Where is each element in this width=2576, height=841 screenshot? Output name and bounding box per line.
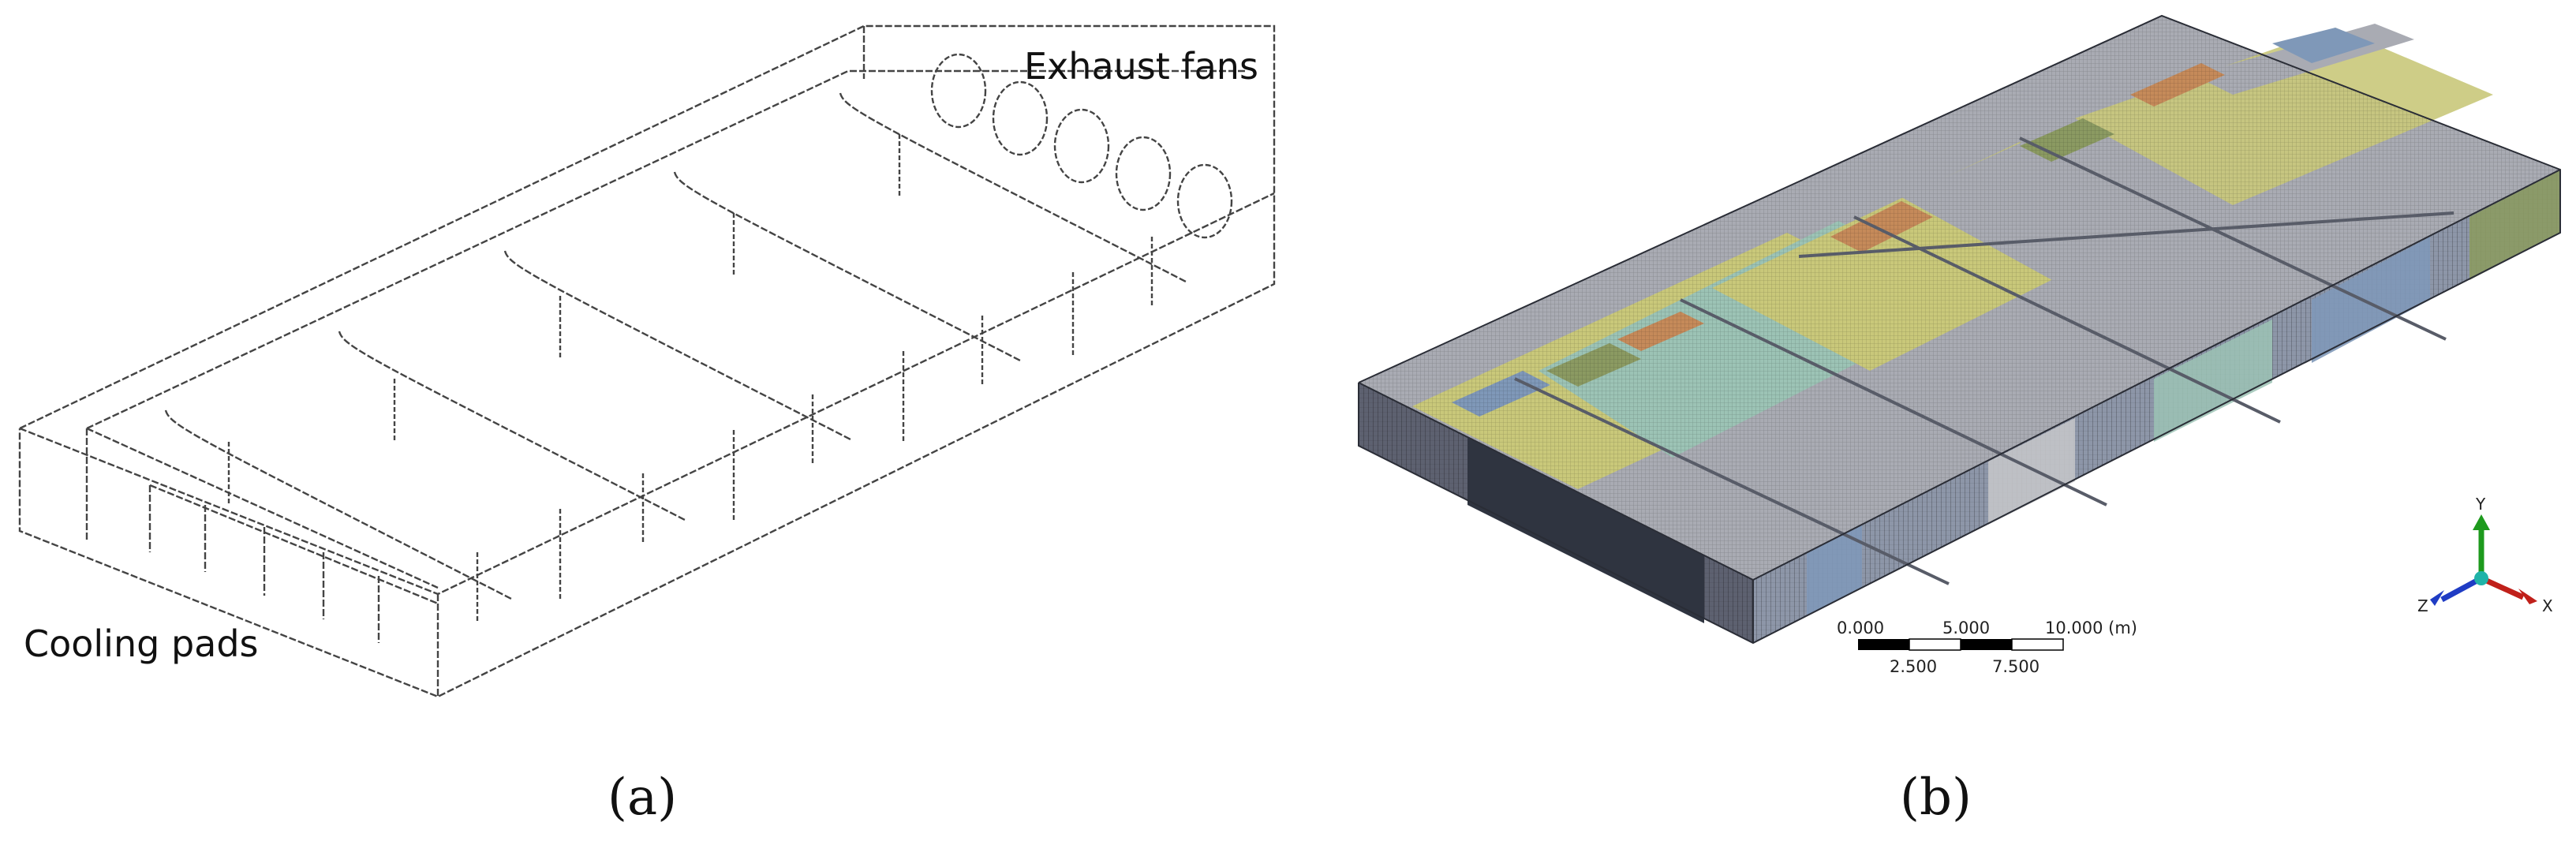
greenhouse-outline — [18, 24, 1276, 698]
axis-z-label: Z — [2417, 596, 2428, 615]
cross-ridges — [164, 92, 1188, 601]
panel-b-mesh-model — [1358, 14, 2561, 645]
axis-triad: Y X Z — [2417, 495, 2553, 615]
panel-a-wireframe — [18, 24, 1276, 698]
axis-y-label: Y — [2475, 495, 2486, 514]
scale-label-5: 5.000 — [1942, 619, 1990, 637]
scale-label-7-5: 7.500 — [1992, 657, 2039, 676]
scale-label-2-5: 2.500 — [1890, 657, 1937, 676]
scale-label-10: 10.000 (m) — [2045, 619, 2137, 637]
exhaust-fans — [930, 53, 1233, 239]
caption-a: (a) — [608, 768, 677, 827]
caption-b: (b) — [1900, 768, 1972, 827]
scale-bar: 0.000 5.000 10.000 (m) 2.500 7.500 — [1837, 619, 2137, 676]
cooling-pad-panels — [148, 484, 439, 643]
label-cooling-pads: Cooling pads — [24, 622, 259, 665]
scale-label-0: 0.000 — [1837, 619, 1884, 637]
columns — [227, 134, 1153, 623]
label-exhaust-fans: Exhaust fans — [1024, 45, 1258, 88]
mesh-ridges — [1514, 136, 2454, 585]
axis-x-label: X — [2542, 596, 2553, 615]
